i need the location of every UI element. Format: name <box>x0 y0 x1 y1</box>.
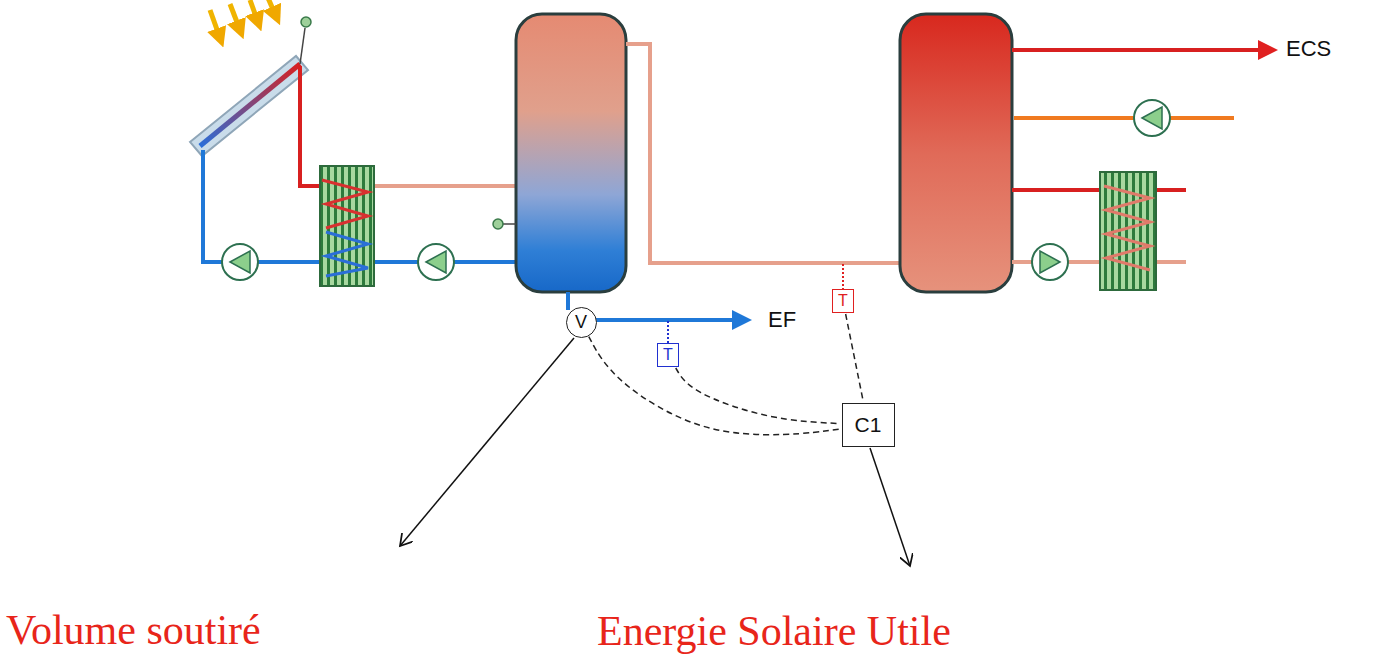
node-text: C1 <box>855 413 882 437</box>
signal-line <box>589 337 841 435</box>
signal-line <box>676 368 841 424</box>
solar-storage-tank <box>493 14 626 292</box>
heat-exchanger <box>1100 172 1156 290</box>
solar-collector <box>190 17 311 156</box>
heat-exchanger <box>320 166 374 286</box>
pump <box>222 244 258 280</box>
sun-rays <box>210 0 276 38</box>
pump <box>418 244 454 280</box>
node-text: V <box>575 312 587 333</box>
annotation: Energie Solaire Utile <box>597 607 951 655</box>
flow-label: EF <box>768 307 796 333</box>
annotation: Volume soutiré <box>6 606 261 654</box>
leader-line <box>870 448 910 566</box>
leader-line <box>400 338 574 546</box>
flow-label: ECS <box>1286 36 1331 62</box>
temperature-sensor: T <box>657 343 679 367</box>
primary-loop <box>203 66 324 262</box>
node-text: T <box>838 292 848 310</box>
dhw-tank <box>900 14 1012 292</box>
signal-line <box>846 314 864 402</box>
node-text: T <box>663 346 673 364</box>
sensor-tap <box>842 264 844 290</box>
temperature-sensor: T <box>832 289 854 313</box>
pump <box>1134 100 1170 136</box>
energy-counter: C1 <box>842 403 895 447</box>
volume-meter: V <box>566 307 597 338</box>
transfer-pipe <box>626 44 902 263</box>
pump <box>1032 244 1068 280</box>
sensor-tap <box>667 321 669 344</box>
